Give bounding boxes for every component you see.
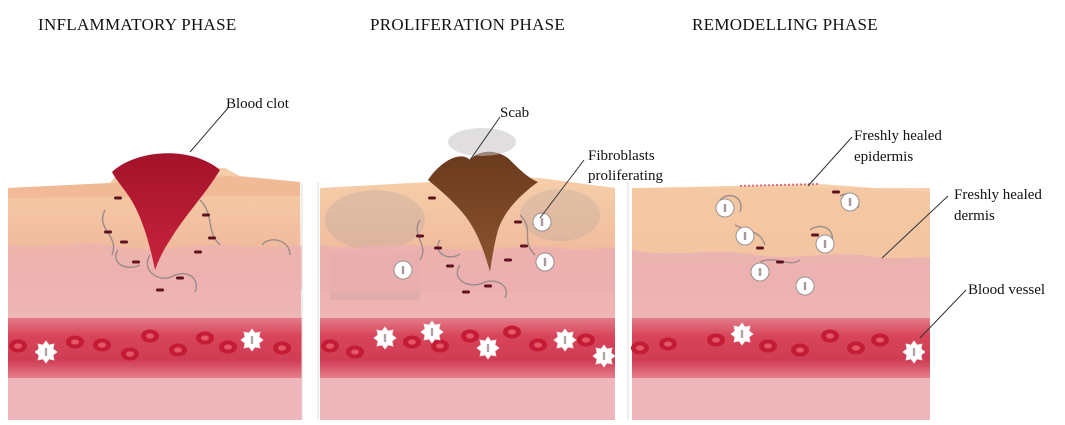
panel-proliferation [320, 128, 615, 420]
blood-vessel-remodelling [632, 318, 930, 378]
blood-vessel-proliferation [320, 318, 615, 378]
label-dermis-line2: dermis [954, 208, 995, 224]
label-dermis-line1: Freshly healed [954, 187, 1042, 203]
label-fibroblasts-line2: proliferating [588, 168, 663, 184]
label-epidermis-line1: Freshly healed [854, 128, 942, 144]
phase-title-proliferation: PROLIFERATION PHASE [370, 15, 565, 34]
panel-remodelling [631, 184, 930, 420]
phase-title-inflammatory: INFLAMMATORY PHASE [38, 15, 237, 34]
label-blood-vessel: Blood vessel [968, 282, 1045, 298]
phase-title-remodelling: REMODELLING PHASE [692, 15, 878, 34]
panel-inflammatory [8, 153, 302, 420]
label-scab: Scab [500, 105, 529, 121]
leader-blood-clot [190, 108, 228, 152]
label-epidermis-line2: epidermis [854, 149, 913, 165]
leader-epidermis [808, 137, 852, 186]
label-blood-clot: Blood clot [226, 96, 290, 112]
label-fibroblasts-line1: Fibroblasts [588, 148, 655, 164]
